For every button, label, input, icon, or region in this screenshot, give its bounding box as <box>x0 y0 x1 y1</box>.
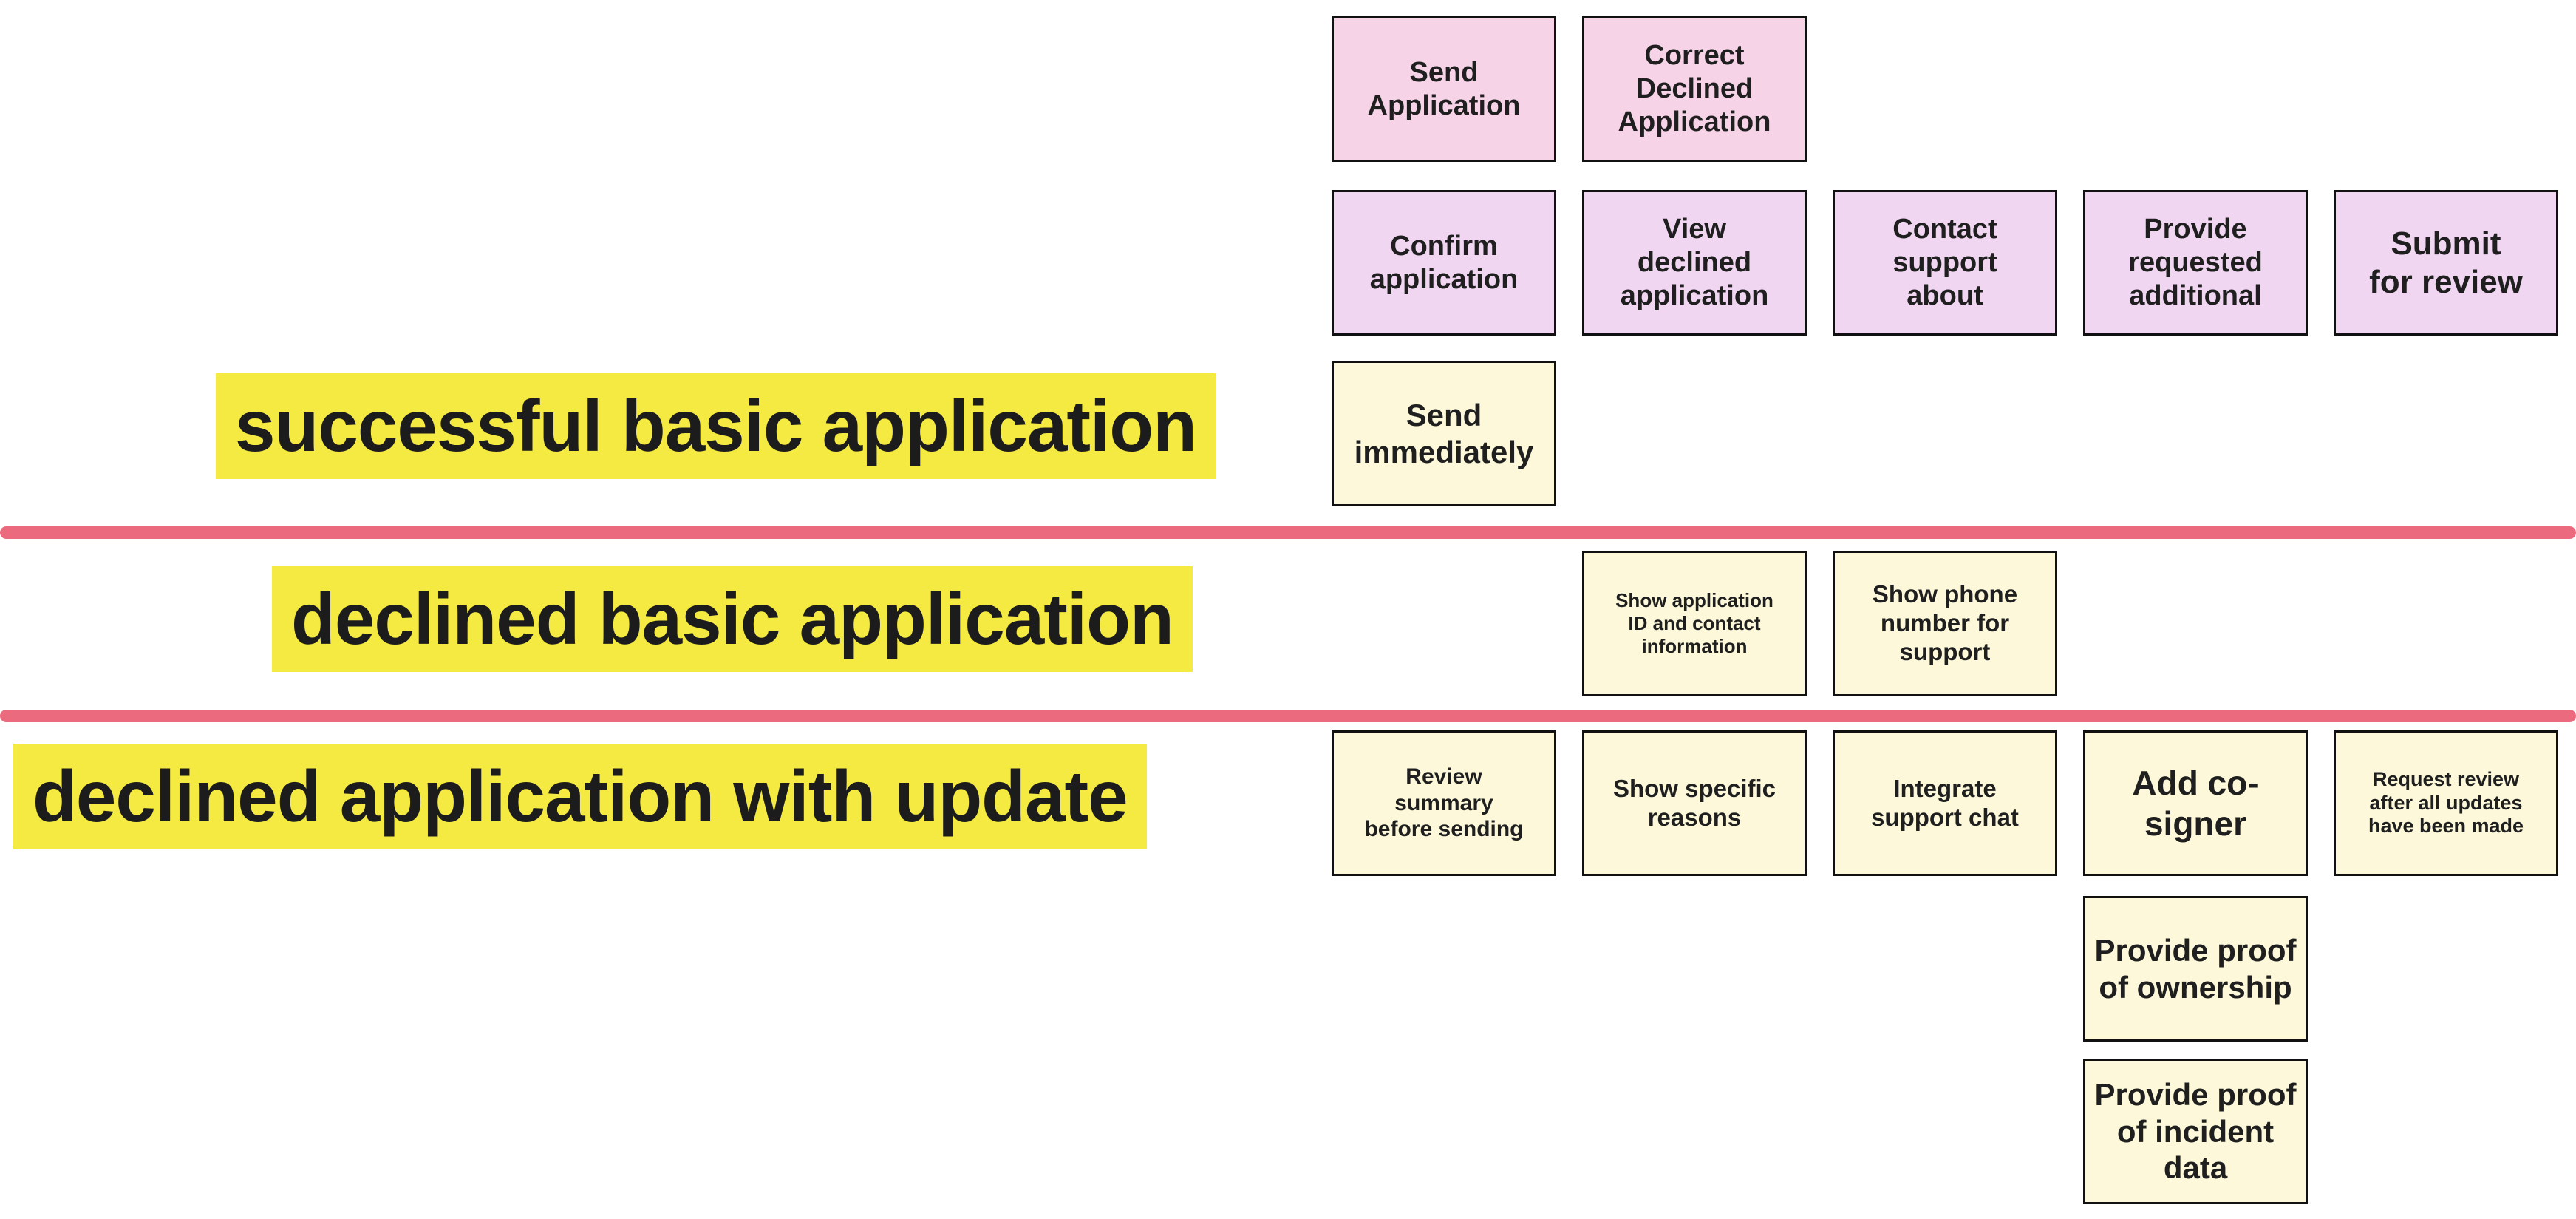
row-label-successful-basic-application[interactable]: successful basic application <box>216 373 1216 479</box>
card-provide-requested-additional[interactable]: Provide requested additional <box>2083 190 2308 336</box>
card-provide-proof-incident[interactable]: Provide proof of incident data <box>2083 1059 2308 1204</box>
row-divider-2 <box>0 710 2576 722</box>
card-review-summary[interactable]: Review summary before sending <box>1332 730 1556 876</box>
row-divider-1 <box>0 526 2576 539</box>
card-show-specific-reasons[interactable]: Show specific reasons <box>1582 730 1807 876</box>
card-provide-proof-ownership[interactable]: Provide proof of ownership <box>2083 896 2308 1042</box>
card-integrate-support-chat[interactable]: Integrate support chat <box>1833 730 2057 876</box>
card-confirm-application[interactable]: Confirm application <box>1332 190 1556 336</box>
card-add-co-signer[interactable]: Add co- signer <box>2083 730 2308 876</box>
card-submit-for-review[interactable]: Submit for review <box>2334 190 2558 336</box>
card-show-phone-number[interactable]: Show phone number for support <box>1833 551 2057 696</box>
card-show-application-id[interactable]: Show application ID and contact informat… <box>1582 551 1807 696</box>
card-correct-declined-application[interactable]: Correct Declined Application <box>1582 16 1807 162</box>
card-send-application[interactable]: Send Application <box>1332 16 1556 162</box>
card-send-immediately[interactable]: Send immediately <box>1332 361 1556 506</box>
row-label-declined-application-with-update[interactable]: declined application with update <box>13 744 1147 849</box>
row-label-declined-basic-application[interactable]: declined basic application <box>272 566 1193 672</box>
card-request-review[interactable]: Request review after all updates have be… <box>2334 730 2558 876</box>
card-contact-support-about[interactable]: Contact support about <box>1833 190 2057 336</box>
card-view-declined-application[interactable]: View declined application <box>1582 190 1807 336</box>
